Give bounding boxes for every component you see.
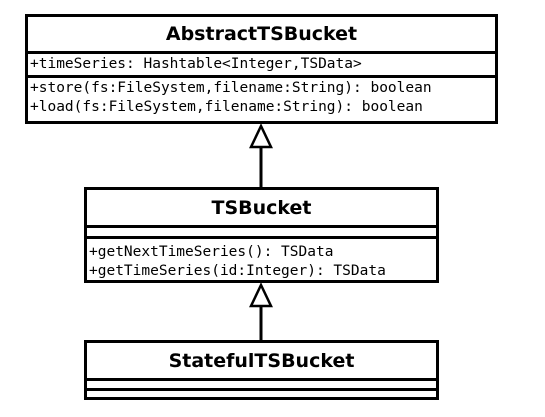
- attributes-compartment-stateful-ts-bucket: [87, 381, 436, 391]
- class-stateful-ts-bucket: StatefulTSBucket: [84, 340, 439, 400]
- operation-get-time-series: +getTimeSeries(id:Integer): TSData: [89, 263, 386, 279]
- attribute-time-series: +timeSeries: Hashtable<Integer,TSData>: [30, 56, 362, 72]
- class-abstract-ts-bucket: AbstractTSBucket +timeSeries: Hashtable<…: [25, 14, 498, 124]
- attributes-compartment-abstract-ts-bucket: +timeSeries: Hashtable<Integer,TSData>: [28, 54, 495, 78]
- operation-store: +store(fs:FileSystem,filename:String): b…: [30, 80, 432, 96]
- operations-compartment-abstract-ts-bucket: +store(fs:FileSystem,filename:String): b…: [28, 78, 495, 117]
- operation-get-next-time-series: +getNextTimeSeries(): TSData: [89, 244, 334, 260]
- class-name-abstract-ts-bucket: AbstractTSBucket: [28, 17, 495, 54]
- generalization-arrowhead-abstract: [249, 123, 273, 149]
- class-name-ts-bucket: TSBucket: [87, 190, 436, 228]
- operation-load: +load(fs:FileSystem,filename:String): bo…: [30, 99, 423, 115]
- class-name-stateful-ts-bucket: StatefulTSBucket: [87, 343, 436, 381]
- generalization-arrowhead-tsbucket: [249, 282, 273, 308]
- attributes-compartment-ts-bucket: [87, 228, 436, 239]
- class-ts-bucket: TSBucket +getNextTimeSeries(): TSData +g…: [84, 187, 439, 283]
- operations-compartment-ts-bucket: +getNextTimeSeries(): TSData +getTimeSer…: [87, 239, 436, 281]
